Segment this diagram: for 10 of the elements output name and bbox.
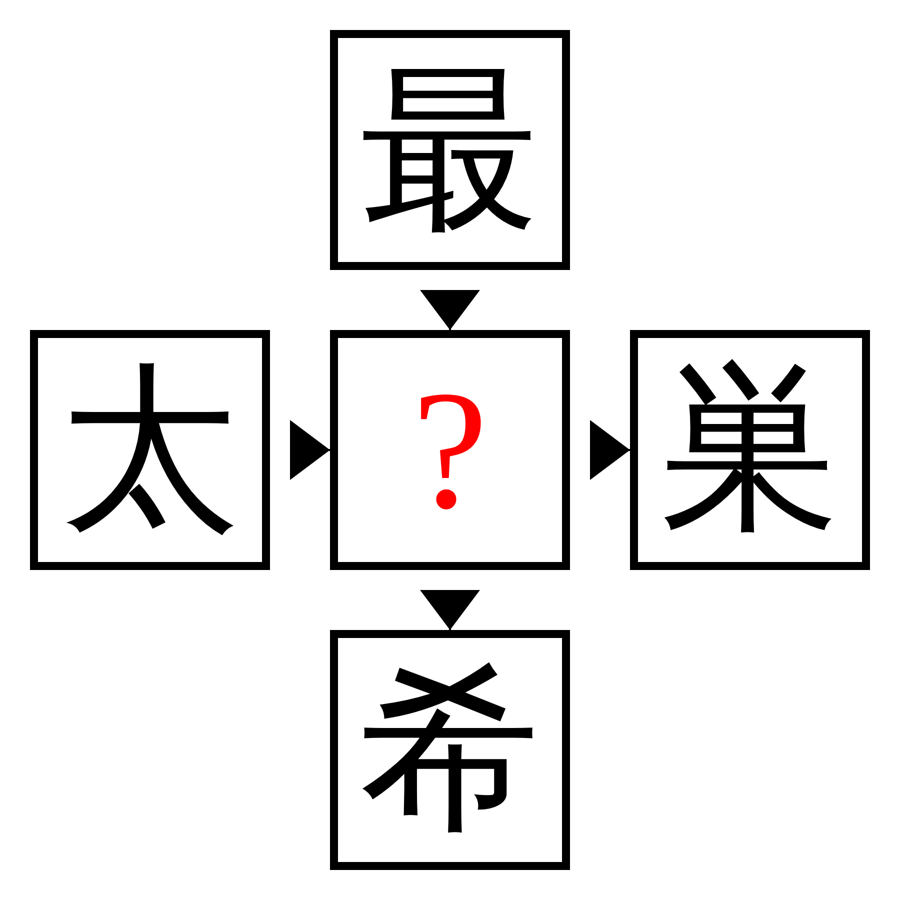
character-tile: [330, 330, 570, 570]
kanji-character: 太: [60, 360, 240, 540]
character-tile: [330, 30, 570, 270]
kanji-character: 最: [360, 60, 540, 240]
kanji-character: 巣: [660, 360, 840, 540]
question-mark: ?: [412, 365, 488, 535]
character-tile: [630, 330, 870, 570]
character-tile: [330, 630, 570, 870]
character-tile: [30, 330, 270, 570]
kanji-character: 希: [360, 660, 540, 840]
